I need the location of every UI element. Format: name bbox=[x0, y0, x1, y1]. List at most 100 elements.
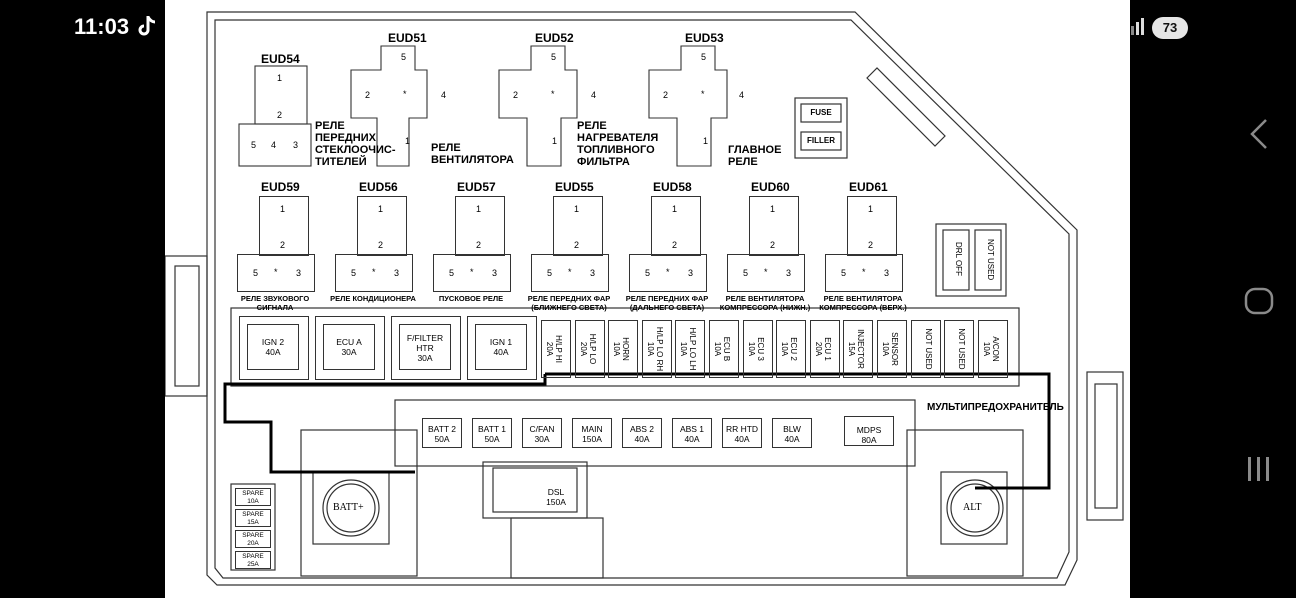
mini-fuse: ECU 3 10A bbox=[746, 337, 765, 361]
mini-fuse-slot bbox=[574, 320, 605, 378]
big-fuse-housing bbox=[391, 316, 461, 380]
pin-label: 3 bbox=[296, 268, 302, 278]
pin-label: 3 bbox=[293, 140, 299, 150]
mini-fuse-slot bbox=[541, 320, 571, 378]
alt-terminal: ALT bbox=[963, 502, 982, 513]
big-fuse: IGN 1 40A bbox=[475, 324, 527, 370]
pin-label: 5 bbox=[701, 52, 707, 62]
pin-label: 1 bbox=[703, 136, 709, 146]
fuse-box-outline bbox=[165, 11, 1124, 586]
pin-label: 1 bbox=[574, 204, 580, 214]
pin-label: 5 bbox=[401, 52, 407, 62]
spare-fuse: SPARE 25A bbox=[235, 551, 271, 569]
pin-label: 2 bbox=[513, 90, 519, 100]
mini-fuse: ECU 1 20A bbox=[813, 337, 832, 361]
relay-lower-housing bbox=[237, 254, 315, 292]
back-chevron-icon[interactable] bbox=[1232, 114, 1286, 154]
pin-label: * bbox=[372, 267, 376, 277]
mdps-fuse: MDPS 80A bbox=[844, 416, 894, 446]
relay-id: EUD57 bbox=[457, 180, 496, 194]
spare-fuse: SPARE 20A bbox=[235, 530, 271, 548]
relay-id: EUD54 bbox=[261, 52, 300, 66]
drl-off-label: DRL OFF bbox=[954, 242, 963, 276]
battery-indicator: 73 bbox=[1152, 17, 1188, 39]
mini-fuse: ECU B 10A bbox=[713, 336, 731, 362]
pin-label: 2 bbox=[280, 240, 286, 250]
pin-label: * bbox=[666, 267, 670, 277]
pin-label: * bbox=[403, 89, 407, 99]
relay-lower-housing bbox=[825, 254, 903, 292]
recents-icon[interactable] bbox=[1232, 449, 1286, 489]
pin-label: 1 bbox=[280, 204, 286, 214]
relay-caption: РЕЛЕ ПЕРЕДНИХ ФАР (ДАЛЬНЕГО СВЕТА) bbox=[625, 294, 709, 312]
big-fuse: F/FILTER HTR 30A bbox=[399, 324, 451, 370]
pin-label: 5 bbox=[551, 52, 557, 62]
home-icon[interactable] bbox=[1232, 281, 1286, 321]
relay-id: EUD53 bbox=[685, 31, 724, 45]
spare-fuse: SPARE 15A bbox=[235, 509, 271, 527]
mini-fuse-slot bbox=[742, 320, 773, 378]
pin-label: 1 bbox=[672, 204, 678, 214]
mini-fuse-slot bbox=[709, 320, 739, 378]
pin-label: 5 bbox=[251, 140, 257, 150]
pin-label: 3 bbox=[590, 268, 596, 278]
relay-caption: РЕЛЕ КОНДИЦИОНЕРА bbox=[330, 294, 416, 303]
pin-label: * bbox=[764, 267, 768, 277]
mini-fuse: HORN 10A bbox=[612, 337, 631, 361]
pin-label: 2 bbox=[378, 240, 384, 250]
mini-fuse: SENSOR 10A bbox=[881, 332, 899, 366]
pin-label: 3 bbox=[786, 268, 792, 278]
relay-upper-housing bbox=[847, 196, 897, 256]
pin-label: 4 bbox=[739, 90, 745, 100]
pin-label: 1 bbox=[552, 136, 558, 146]
big-fuse-housing bbox=[239, 316, 309, 380]
relay-id: EUD56 bbox=[359, 180, 398, 194]
pin-label: 1 bbox=[476, 204, 482, 214]
big-fuse-housing bbox=[315, 316, 385, 380]
relay-id: EUD61 bbox=[849, 180, 888, 194]
pin-label: 2 bbox=[365, 90, 371, 100]
pin-label: * bbox=[470, 267, 474, 277]
pin-label: 2 bbox=[672, 240, 678, 250]
mini-fuse-slot bbox=[843, 320, 874, 378]
pin-label: 2 bbox=[868, 240, 874, 250]
pin-label: * bbox=[274, 267, 278, 277]
multi-fuse: ABS 2 40A bbox=[622, 418, 662, 448]
mini-fuse: H/LP LO RH 10A bbox=[645, 326, 664, 372]
relay-id: EUD55 bbox=[555, 180, 594, 194]
pin-label: * bbox=[701, 89, 705, 99]
pin-label: 3 bbox=[884, 268, 890, 278]
relay-id: EUD59 bbox=[261, 180, 300, 194]
multi-fuse: ABS 1 40A bbox=[672, 418, 712, 448]
multi-fuse: MAIN 150A bbox=[572, 418, 612, 448]
mini-fuse: H/LP LO LH 10A bbox=[679, 327, 698, 371]
pin-label: 3 bbox=[492, 268, 498, 278]
batt-terminal: BATT+ bbox=[333, 502, 364, 513]
relay-caption: ГЛАВНОЕ РЕЛЕ bbox=[728, 144, 782, 168]
mini-fuse-slot bbox=[877, 320, 907, 378]
not-used-label: NOT USED bbox=[986, 239, 995, 281]
pin-label: 5 bbox=[645, 268, 651, 278]
pin-label: 2 bbox=[663, 90, 669, 100]
pin-label: 5 bbox=[547, 268, 553, 278]
relay-caption: РЕЛЕ ВЕНТИЛЯТОРА КОМПРЕССОРА (ВЕРХ.) bbox=[819, 294, 907, 312]
mini-fuse: NOT USED bbox=[923, 328, 933, 370]
relay-caption: РЕЛЕ НАГРЕВАТЕЛЯ ТОПЛИВНОГО ФИЛЬТРА bbox=[577, 120, 659, 168]
pin-label: 2 bbox=[770, 240, 776, 250]
mini-fuse-slot bbox=[944, 320, 975, 378]
tiktok-icon bbox=[138, 16, 156, 36]
pin-label: 1 bbox=[868, 204, 874, 214]
pin-label: 1 bbox=[277, 73, 283, 83]
pin-label: 5 bbox=[841, 268, 847, 278]
pin-label: 2 bbox=[277, 110, 283, 120]
filler-label: FILLER bbox=[807, 136, 835, 145]
relay-id: EUD60 bbox=[751, 180, 790, 194]
pin-label: 5 bbox=[743, 268, 749, 278]
fuse-label: FUSE bbox=[810, 108, 832, 117]
multi-fuse: BATT 1 50A bbox=[472, 418, 512, 448]
relay-caption: РЕЛЕ ПЕРЕДНИХ СТЕКЛООЧИС- ТИТЕЛЕЙ bbox=[315, 120, 396, 168]
big-fuse: IGN 2 40A bbox=[247, 324, 299, 370]
pin-label: 5 bbox=[253, 268, 259, 278]
mini-fuse: NOT USED bbox=[957, 328, 967, 370]
relay-upper-housing bbox=[455, 196, 505, 256]
